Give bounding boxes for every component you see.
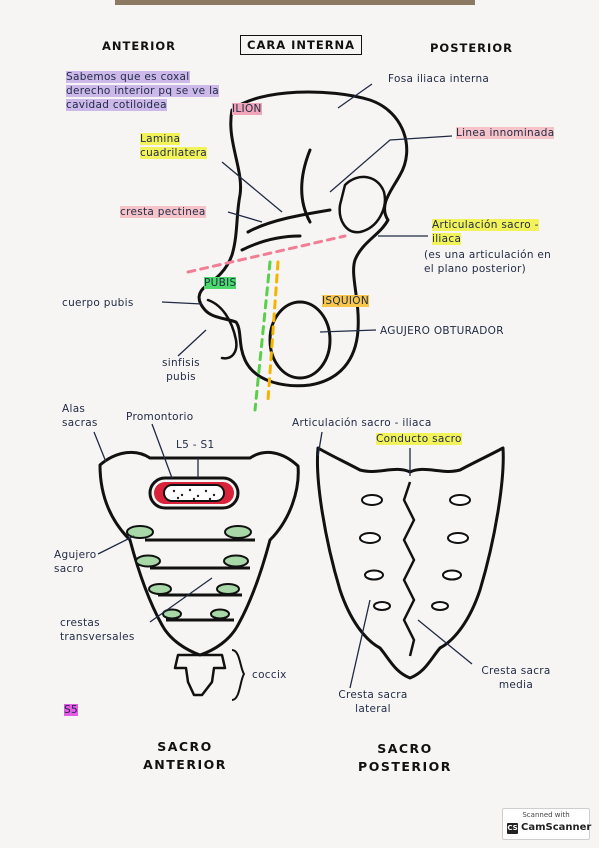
innominate-line [246,208,332,234]
sacral-foramen-l2 [135,554,161,568]
arrow-cresta [227,211,263,223]
sacral-foramen-r1 [224,525,252,539]
label-fosa-iliaca: Fosa iliaca interna [388,73,490,85]
posterior-foramen-r4 [431,601,449,611]
arrow-cresta-lateral [349,599,371,689]
dashed-line-green [253,260,272,412]
page-edge-strip [115,0,475,5]
posterior-foramen-l1 [361,494,383,506]
watermark-app-name: CamScanner [521,822,592,833]
posterior-foramen-l2 [359,532,381,544]
caption-sacro-anterior: SACRO ANTERIOR [143,739,227,772]
arrow-lamina [221,161,283,213]
arrow-obturador [319,329,377,333]
posterior-foramen-l4 [373,601,391,611]
label-pubis: PUBIS [204,277,237,289]
label-agujero-sacro: Agujero sacro [54,549,97,575]
label-agujero-obturador: AGUJERO OBTURADOR [380,325,504,337]
watermark-scanned-text: Scanned with [522,811,570,819]
sacral-foramen-l3 [148,583,172,595]
note-coxal-derecho: Sabemos que es coxal derecho interior pq… [66,71,220,111]
pubic-body [206,298,238,360]
posterior-foramen-r2 [447,532,469,544]
l5-s1-disc-inner [163,484,225,502]
note-plano-posterior: (es una articulación en el plano posteri… [424,249,552,275]
label-isquion: ISQUION [322,295,370,307]
arrow-art-post [317,431,323,457]
label-cresta-sacra-media: Cresta sacra media [481,665,551,691]
l5-s1-disc-outline [148,476,240,510]
posterior-foramen-r3 [442,569,462,581]
sacrum-posterior-outline [316,446,505,680]
label-articulacion-sacroiliaca-posterior: Articulación sacro - iliaca [292,417,432,429]
label-l5-s1: L5 - S1 [176,439,215,451]
posterior-foramen-l3 [364,569,384,581]
obturator-foramen [268,300,332,380]
label-s5: S5 [64,704,78,716]
coccyx-outline [173,653,227,697]
label-linea-innominada: Linea innominada [456,127,555,139]
sacrum-anterior-outline [98,450,300,657]
arrow-crestas [149,577,213,623]
sacral-foramen-l4 [162,608,182,620]
pectineal-crest-line [240,234,302,252]
iliac-fossa-line [300,148,312,224]
page-title: CARA INTERNA [240,35,363,55]
label-lamina-cuadrilatera: Lamina cuadrilatera [140,133,208,159]
arrow-pubis-body [161,301,203,305]
caption-sacro-posterior: SACRO POSTERIOR [358,741,452,774]
label-cresta-pectinea: cresta pectinea [120,206,206,218]
label-ilion: ILION [232,103,262,115]
sacral-foramen-l1 [126,525,154,539]
label-anterior: ANTERIOR [102,39,176,53]
label-cuerpo-pubis: cuerpo pubis [62,297,134,309]
arrow-fosa [337,83,373,109]
auricular-surface [338,175,387,234]
label-conducto-sacro: Conducto sacro [376,433,462,445]
arrow-cresta-media [417,619,473,665]
posterior-foramen-r1 [449,494,471,506]
arrow-linea [329,135,453,193]
label-cresta-sacra-lateral: Cresta sacra lateral [338,689,408,715]
label-coccix: coccix [252,669,287,681]
sacral-foramen-r3 [216,583,240,595]
dashed-line-pink [186,234,347,274]
label-articulacion-sacroiliaca: Articulación sacro - iliaca [432,219,539,245]
label-promontorio: Promontorio [126,411,194,423]
camscanner-icon: CS [507,823,518,834]
sacral-foramen-r4 [210,608,230,620]
arrow-sinfisis [177,329,207,357]
arrow-agujero [97,535,135,555]
median-sacral-crest [402,481,416,657]
label-posterior: POSTERIOR [430,41,513,55]
label-sinfisis-pubis: sinfisis pubis [162,357,200,383]
sacral-foramen-r2 [223,554,249,568]
arrow-alas [93,431,107,463]
arrow-promontorio [151,423,173,479]
coccyx-bracket [231,649,245,701]
label-crestas-transversales: crestas transversales [60,617,135,643]
camscanner-watermark: Scanned with CS CamScanner [502,808,592,840]
label-alas-sacras: Alas sacras [62,403,98,429]
dashed-line-orange [266,260,280,402]
